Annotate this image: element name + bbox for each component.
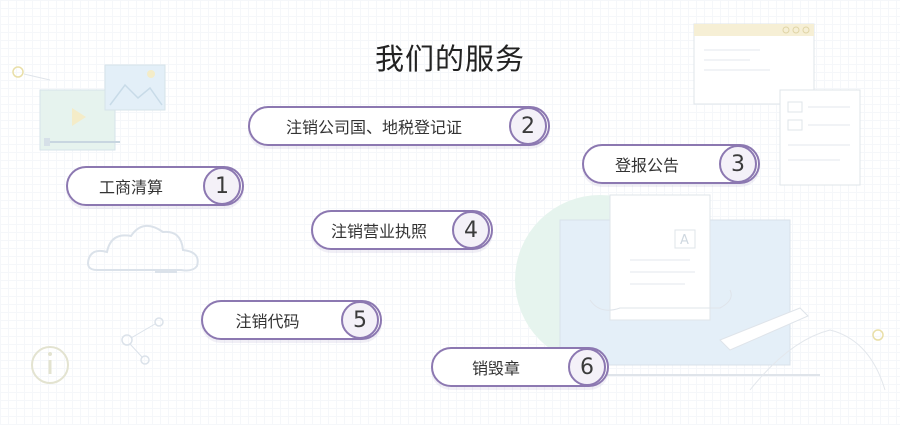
service-item-1[interactable]: 工商清算 1 <box>66 166 244 206</box>
video-player-illustration <box>12 64 166 151</box>
service-label: 登报公告 <box>614 156 679 175</box>
service-number-badge: 4 <box>452 211 490 249</box>
document-laptop-illustration: A <box>515 194 886 391</box>
service-label: 注销营业执照 <box>330 222 427 241</box>
service-label: 注销代码 <box>235 312 300 331</box>
service-label: 注销公司国、地税登记证 <box>285 118 462 137</box>
service-label: 销毁章 <box>471 359 520 378</box>
service-item-3[interactable]: 登报公告 3 <box>582 144 760 184</box>
cloud-icon <box>87 225 199 273</box>
network-icon <box>121 317 164 365</box>
service-item-4[interactable]: 注销营业执照 4 <box>311 210 493 250</box>
info-icon <box>31 346 69 384</box>
service-number-badge: 6 <box>568 348 606 386</box>
service-item-6[interactable]: 销毁章 6 <box>431 347 609 387</box>
service-item-2[interactable]: 注销公司国、地税登记证 2 <box>248 106 550 146</box>
svg-text:A: A <box>680 233 689 248</box>
service-number-badge: 2 <box>509 107 547 145</box>
page-title: 我们的服务 <box>374 42 525 76</box>
service-number-badge: 1 <box>203 167 241 205</box>
service-number-badge: 3 <box>719 145 757 183</box>
service-number-badge: 5 <box>341 301 379 339</box>
service-label: 工商清算 <box>98 178 163 197</box>
browser-window-illustration <box>693 23 861 186</box>
service-item-5[interactable]: 注销代码 5 <box>201 300 382 340</box>
